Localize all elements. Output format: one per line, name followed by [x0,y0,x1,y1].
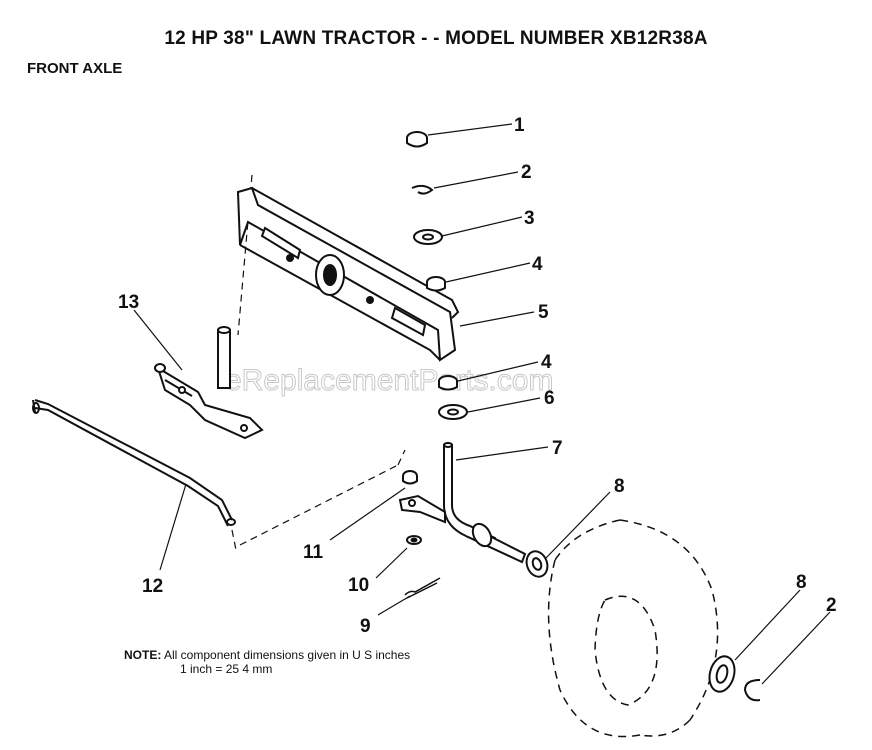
callout-8: 8 [614,476,625,497]
page-title: 12 HP 38" LAWN TRACTOR - - MODEL NUMBER … [164,28,708,49]
right-spindle [398,442,527,564]
callout-11: 11 [303,542,324,563]
cotter-pin [404,577,441,599]
washer-part-spindle [525,550,549,578]
wheel-washer [708,655,736,693]
bushing-part-lower [438,375,458,391]
dimension-note: NOTE: All component dimensions given in … [124,648,410,676]
wheel-clip [743,679,761,702]
note-line-1: All component dimensions given in U S in… [164,648,411,662]
callout-5: 5 [538,302,549,323]
front-wheel [547,519,719,738]
washer-part [413,229,443,245]
left-spindle [154,326,264,440]
callout-9: 9 [360,616,371,637]
callout-12: 12 [142,576,163,597]
callout-1: 1 [514,115,525,136]
callout-10: 10 [348,575,369,596]
callout-8b: 8 [796,572,807,593]
clip-part [411,184,434,195]
tie-rod [32,399,236,527]
cap-part [406,131,428,148]
tie-rod-dashes [231,449,406,551]
callout-7: 7 [552,438,563,459]
watermark: eReplacementParts.com [225,364,553,397]
washer-part-small [406,535,422,545]
callout-4b: 4 [541,352,552,373]
section-title: FRONT AXLE [27,60,123,77]
bushing-part-upper [426,276,446,292]
leader-lines [133,123,831,685]
callout-3: 3 [524,208,535,229]
washer-part-lower [438,404,468,420]
nut-part [402,470,418,485]
callout-4: 4 [532,254,543,275]
note-label: NOTE: [124,648,162,662]
callout-2: 2 [521,162,532,183]
note-line-2: 1 inch = 25 4 mm [180,662,273,676]
front-axle-beam [236,186,460,362]
callout-13: 13 [118,292,139,313]
callouts: 1 2 3 4 5 4 6 7 8 13 11 12 10 9 8 2 [118,115,837,637]
callout-6: 6 [544,388,555,409]
callout-2b: 2 [826,595,837,616]
